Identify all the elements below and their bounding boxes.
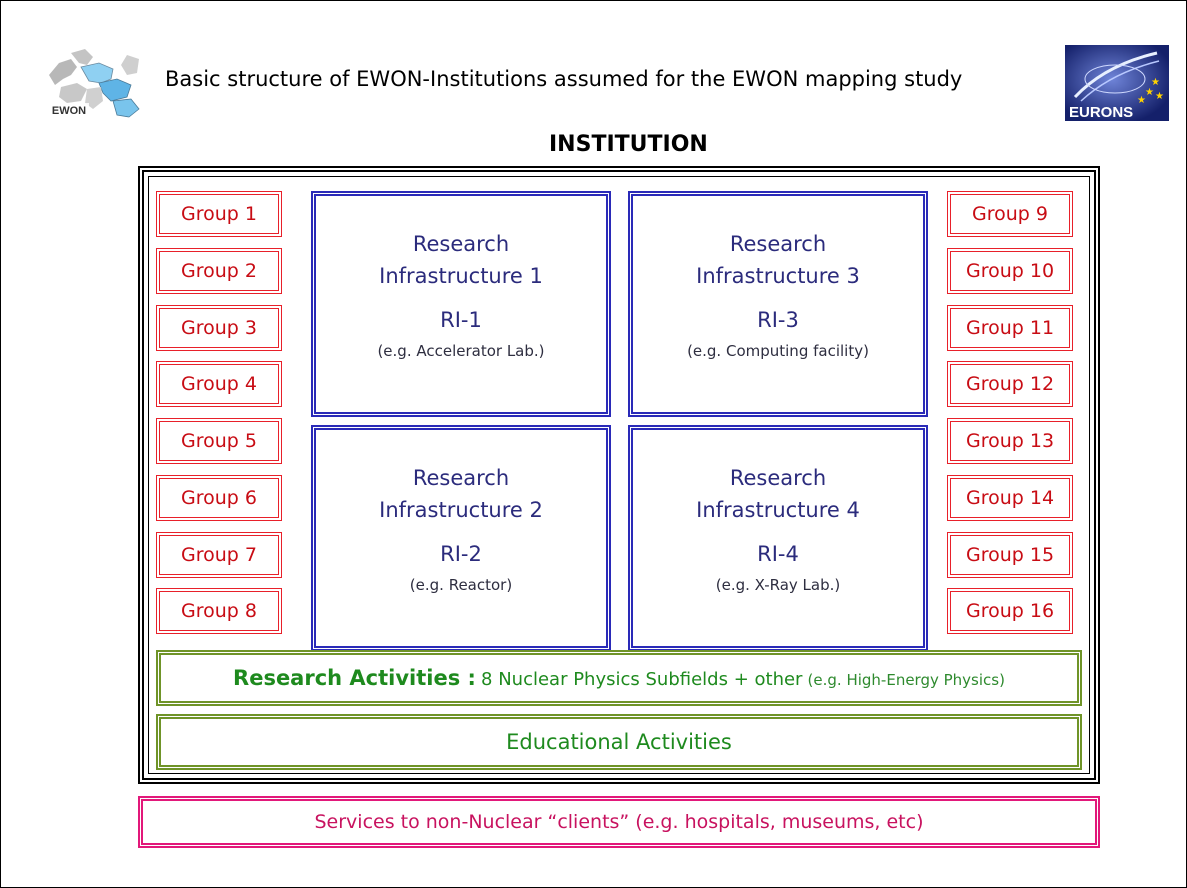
ri-example: (e.g. Reactor) xyxy=(409,576,513,594)
ri-example: (e.g. Computing facility) xyxy=(687,342,869,360)
research-activities-label: Research Activities : xyxy=(233,666,476,690)
group-7: Group 7 xyxy=(156,532,282,578)
group-9: Group 9 xyxy=(947,191,1073,237)
ri-name: Research Infrastructure 2 xyxy=(316,462,606,526)
eurons-logo-text: EURONS xyxy=(1069,104,1133,121)
ri-box-3: Research Infrastructure 3 RI-3 (e.g. Com… xyxy=(628,191,928,417)
group-3: Group 3 xyxy=(156,305,282,351)
group-2: Group 2 xyxy=(156,248,282,294)
ri-code: RI-4 xyxy=(757,542,799,566)
institution-box xyxy=(138,166,1100,784)
ri-name-line1: Research xyxy=(412,232,510,256)
group-13: Group 13 xyxy=(947,418,1073,464)
svg-text:★: ★ xyxy=(1145,87,1154,98)
group-6: Group 6 xyxy=(156,475,282,521)
research-activities-bar: Research Activities : 8 Nuclear Physics … xyxy=(156,650,1082,706)
group-12: Group 12 xyxy=(947,361,1073,407)
ri-name-line2: Infrastructure 2 xyxy=(379,498,543,522)
svg-text:★: ★ xyxy=(1151,77,1160,88)
ri-name: Research Infrastructure 1 xyxy=(316,228,606,292)
ri-name-line2: Infrastructure 4 xyxy=(696,498,860,522)
group-10: Group 10 xyxy=(947,248,1073,294)
services-bar: Services to non-Nuclear “clients” (e.g. … xyxy=(138,796,1100,848)
ri-code: RI-1 xyxy=(440,308,482,332)
ri-name-line1: Research xyxy=(412,466,510,490)
services-label: Services to non-Nuclear “clients” (e.g. … xyxy=(314,811,924,833)
svg-text:★: ★ xyxy=(1137,95,1146,106)
educational-activities-label: Educational Activities xyxy=(506,730,732,754)
institution-title: INSTITUTION xyxy=(549,132,708,157)
institution-inner-border xyxy=(148,176,1090,774)
group-4: Group 4 xyxy=(156,361,282,407)
group-11: Group 11 xyxy=(947,305,1073,351)
ri-name-line1: Research xyxy=(729,232,827,256)
ewon-logo-text: EWON xyxy=(52,105,86,117)
research-activities-text: 8 Nuclear Physics Subfields + other xyxy=(481,669,803,690)
ri-code: RI-3 xyxy=(757,308,799,332)
ri-name: Research Infrastructure 3 xyxy=(633,228,923,292)
ri-box-2: Research Infrastructure 2 RI-2 (e.g. Rea… xyxy=(311,425,611,651)
group-1: Group 1 xyxy=(156,191,282,237)
group-15: Group 15 xyxy=(947,532,1073,578)
group-5: Group 5 xyxy=(156,418,282,464)
group-8: Group 8 xyxy=(156,588,282,634)
ri-box-1: Research Infrastructure 1 RI-1 (e.g. Acc… xyxy=(311,191,611,417)
ri-name-line2: Infrastructure 1 xyxy=(379,264,543,288)
ri-name-line1: Research xyxy=(729,466,827,490)
group-14: Group 14 xyxy=(947,475,1073,521)
ri-example: (e.g. X-Ray Lab.) xyxy=(715,576,841,594)
ewon-logo: EWON xyxy=(41,45,145,121)
research-activities-example: (e.g. High-Energy Physics) xyxy=(807,671,1005,689)
educational-activities-bar: Educational Activities xyxy=(156,714,1082,770)
ri-name-line2: Infrastructure 3 xyxy=(696,264,860,288)
ri-code: RI-2 xyxy=(440,542,482,566)
eurons-logo: ★ ★ ★ ★ EURONS xyxy=(1065,45,1169,121)
ri-box-4: Research Infrastructure 4 RI-4 (e.g. X-R… xyxy=(628,425,928,651)
group-16: Group 16 xyxy=(947,588,1073,634)
svg-text:★: ★ xyxy=(1155,91,1164,102)
ri-example: (e.g. Accelerator Lab.) xyxy=(377,342,545,360)
ri-name: Research Infrastructure 4 xyxy=(633,462,923,526)
page-title: Basic structure of EWON-Institutions ass… xyxy=(165,67,963,91)
